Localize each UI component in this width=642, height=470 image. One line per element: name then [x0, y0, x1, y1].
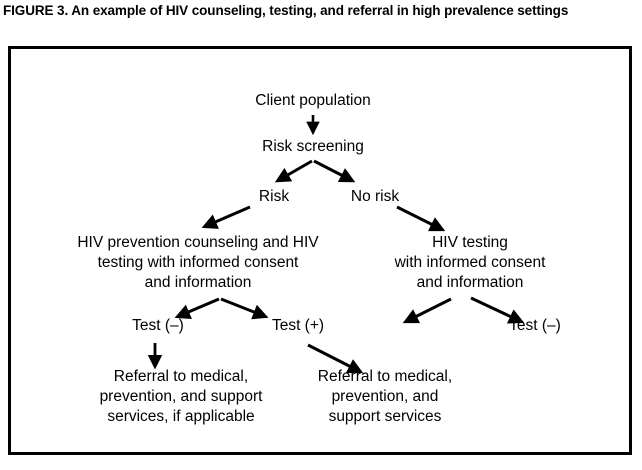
arrow-test-positive-to-referral-right	[307, 343, 364, 374]
arrow-no-risk-to-hiv-testing	[396, 205, 446, 232]
arrow-risk-screening-to-risk	[274, 159, 313, 183]
node-referral-left: Referral to medical, prevention, and sup…	[99, 368, 263, 425]
node-test-negative-right: Test (–)	[509, 317, 561, 334]
node-hiv-prevention-counseling: HIV prevention counseling and HIV testin…	[77, 234, 319, 291]
node-risk: Risk	[258, 188, 290, 205]
flowchart-arrows	[147, 115, 525, 374]
node-test-positive: Test (+)	[271, 317, 325, 334]
arrow-hiv-prevention-counseling-to-test-negative-left	[174, 297, 220, 319]
node-referral-right: Referral to medical, prevention, and sup…	[317, 368, 453, 425]
arrow-risk-to-hiv-prevention-counseling	[201, 205, 251, 229]
node-no-risk: No risk	[350, 188, 400, 205]
figure-frame: Client population Risk screening Risk No…	[8, 46, 632, 455]
node-test-negative-left: Test (–)	[132, 317, 184, 334]
figure-title: FIGURE 3. An example of HIV counseling, …	[3, 3, 569, 18]
arrow-hiv-testing-to-test-positive	[402, 297, 452, 324]
node-risk-screening: Risk screening	[262, 138, 364, 155]
node-hiv-testing: HIV testing with informed consent and in…	[394, 234, 546, 291]
node-client-population: Client population	[255, 92, 371, 109]
arrow-hiv-prevention-counseling-to-test-positive	[220, 297, 269, 320]
arrow-hiv-testing-to-test-negative-right	[470, 296, 525, 324]
arrow-risk-screening-to-no-risk	[313, 159, 356, 183]
